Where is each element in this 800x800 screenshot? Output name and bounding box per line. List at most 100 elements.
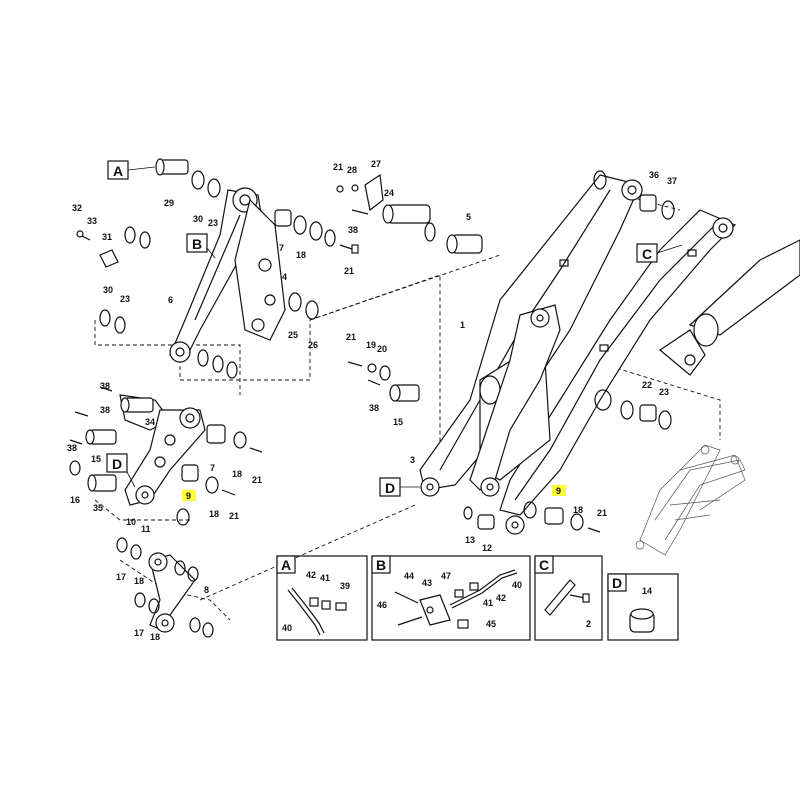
callout-23: 23: [208, 218, 218, 228]
svg-text:A: A: [281, 557, 291, 573]
callout-18a: 18: [296, 250, 306, 260]
callout-26: 26: [308, 340, 318, 350]
svg-text:A: A: [113, 163, 123, 179]
callout-9-right: 9: [556, 486, 561, 496]
callout-38e: 38: [67, 443, 77, 453]
callout-38c: 38: [100, 381, 110, 391]
callout-7: 7: [279, 243, 284, 253]
bottom-pin-assembly: [463, 501, 601, 533]
callout-30b: 30: [103, 285, 113, 295]
callout-18c: 18: [209, 509, 219, 519]
callout-18b: 18: [232, 469, 242, 479]
inset-D: D 14: [607, 573, 679, 641]
callout-21d: 21: [252, 475, 262, 485]
pin-assembly-top: [336, 173, 483, 254]
inset-B: B 44 43 47 40 42 41 46 45: [371, 555, 531, 641]
callout-20: 20: [377, 344, 387, 354]
callout-27: 27: [371, 159, 381, 169]
callout-25: 25: [288, 330, 298, 340]
callout-15a: 15: [393, 417, 403, 427]
callout-36: 36: [649, 170, 659, 180]
callout-15b: 15: [91, 454, 101, 464]
inset-b-callout-46: 46: [377, 600, 387, 610]
inset-d-callout-14: 14: [642, 586, 652, 596]
callout-29: 29: [164, 198, 174, 208]
callout-30: 30: [193, 214, 203, 224]
inset-a-callout-39: 39: [340, 581, 350, 591]
inset-b-callout-43: 43: [422, 578, 432, 588]
callout-11: 11: [141, 524, 151, 534]
inset-a-callout-41: 41: [320, 573, 330, 583]
callout-21e: 21: [229, 511, 239, 521]
callout-17b: 17: [134, 628, 144, 638]
inset-b-callout-42: 42: [496, 593, 506, 603]
svg-text:C: C: [539, 557, 549, 573]
section-label-D-right: D: [379, 477, 420, 497]
inset-b-callout-45: 45: [486, 619, 496, 629]
callout-28: 28: [347, 165, 357, 175]
callout-4: 4: [282, 272, 287, 282]
highlight-9-left: [182, 490, 196, 501]
svg-text:B: B: [192, 236, 202, 252]
callout-18f: 18: [150, 632, 160, 642]
inset-C: C 2: [534, 555, 603, 641]
svg-text:C: C: [642, 246, 652, 262]
callout-8: 8: [204, 585, 209, 595]
callout-5: 5: [466, 212, 471, 222]
bottom-link-assembly: [116, 537, 214, 638]
callout-16: 16: [70, 495, 80, 505]
machine-overview-thumbnail: [635, 444, 746, 556]
callout-23c: 23: [659, 387, 669, 397]
highlight-9-right: [552, 485, 566, 496]
callout-21b: 21: [333, 162, 343, 172]
callout-35: 35: [93, 503, 103, 513]
callout-3: 3: [410, 455, 415, 465]
inset-b-callout-44: 44: [404, 571, 414, 581]
callout-6: 6: [168, 295, 173, 305]
callout-13: 13: [465, 535, 475, 545]
callout-34: 34: [145, 417, 155, 427]
callout-19: 19: [366, 340, 376, 350]
callout-21a: 21: [344, 266, 354, 276]
callout-21c: 21: [346, 332, 356, 342]
inset-c-callout-2: 2: [586, 619, 591, 629]
inset-A: A 42 41 39 40: [276, 555, 368, 641]
svg-text:D: D: [112, 456, 122, 472]
callout-17a: 17: [116, 572, 126, 582]
svg-text:D: D: [612, 575, 622, 591]
lower-link-assembly: [69, 386, 263, 526]
callout-7b: 7: [210, 463, 215, 473]
callout-12: 12: [482, 543, 492, 553]
callout-38a: 38: [348, 225, 358, 235]
svg-text:B: B: [376, 557, 386, 573]
svg-text:D: D: [385, 480, 395, 496]
upper-link-assembly: [76, 158, 359, 379]
callout-22: 22: [642, 380, 652, 390]
callout-18d: 18: [573, 505, 583, 515]
hydraulic-cylinder: [593, 170, 800, 430]
callout-33: 33: [87, 216, 97, 226]
callout-21f: 21: [597, 508, 607, 518]
section-label-C: C: [636, 243, 683, 263]
callout-10: 10: [126, 517, 136, 527]
inset-b-callout-47: 47: [441, 571, 451, 581]
callout-24: 24: [384, 188, 394, 198]
section-label-A: A: [107, 160, 156, 180]
inset-b-callout-40: 40: [512, 580, 522, 590]
callout-37: 37: [667, 176, 677, 186]
callout-32: 32: [72, 203, 82, 213]
inset-a-callout-40: 40: [282, 623, 292, 633]
center-pin-assembly: [347, 361, 420, 402]
section-label-B: B: [186, 233, 216, 259]
callout-1: 1: [460, 320, 465, 330]
callout-38b: 38: [369, 403, 379, 413]
callout-23b: 23: [120, 294, 130, 304]
boom-arm: [419, 174, 737, 535]
inset-b-callout-41: 41: [483, 598, 493, 608]
callout-31: 31: [102, 232, 112, 242]
callout-9-left: 9: [186, 491, 191, 501]
inset-a-callout-42: 42: [306, 570, 316, 580]
callout-18e: 18: [134, 576, 144, 586]
